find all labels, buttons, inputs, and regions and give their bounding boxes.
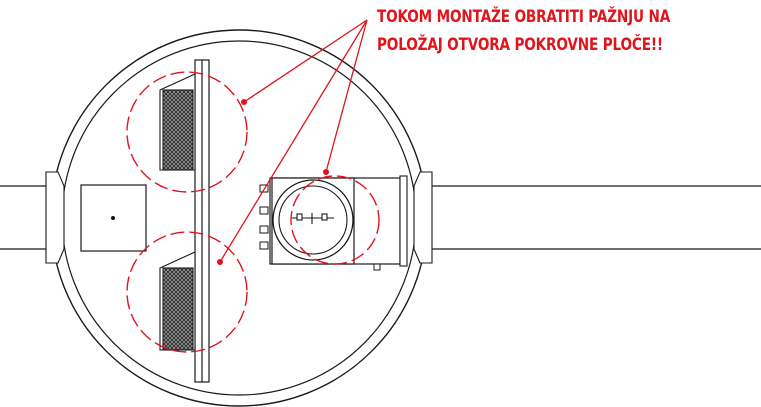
- outlet-pipe: [418, 185, 761, 250]
- upper-filter-module: [159, 73, 196, 171]
- cover-handle: [292, 213, 334, 224]
- annotation-line-2: POLOŽAJ OTVORA POKROVNE PLOČE!!: [377, 35, 663, 55]
- annotation-line-1: TOKOM MONTAŽE OBRATITI PAŽNJU NA: [377, 7, 671, 27]
- highlight-opening: [290, 175, 380, 265]
- partition-wall: [194, 59, 210, 383]
- lower-filter-module: [159, 251, 196, 351]
- highlight-markers: [126, 71, 380, 353]
- highlight-upper: [126, 71, 248, 193]
- inspection-opening-inner: [278, 185, 348, 255]
- inlet-box-center: [111, 216, 115, 220]
- leader-dots: [217, 99, 329, 265]
- outlet-baffle: [399, 175, 408, 267]
- highlight-lower: [126, 231, 248, 353]
- leader-lines: [219, 19, 368, 263]
- inspection-opening-outer: [272, 179, 354, 261]
- inlet-collar: [45, 171, 65, 264]
- outlet-collar: [413, 171, 433, 264]
